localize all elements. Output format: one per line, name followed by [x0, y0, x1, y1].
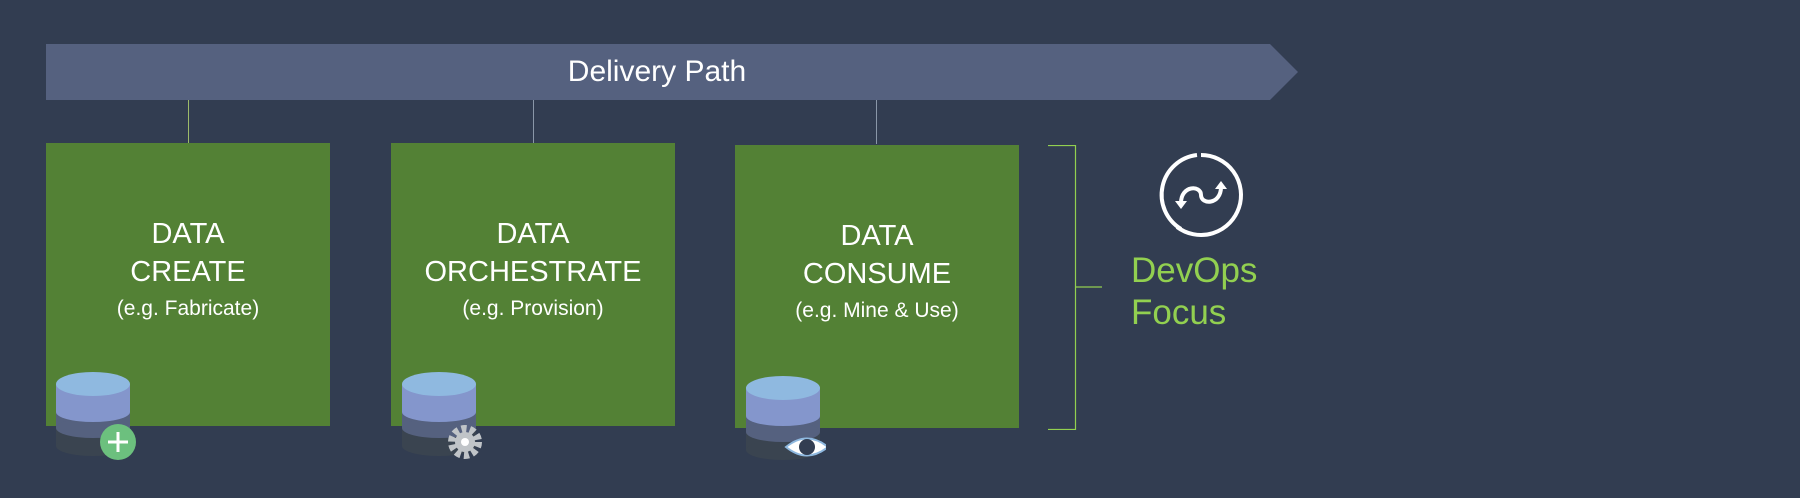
stage-title: DATA: [840, 220, 914, 252]
stage-title: CONSUME: [802, 258, 952, 290]
stage-title: ORCHESTRATE: [424, 256, 642, 288]
stage-subtitle: (e.g. Provision): [462, 297, 604, 320]
database-gear-icon: [402, 372, 482, 459]
devops-line2: Focus: [1131, 293, 1227, 332]
devops-cycle-icon: [1159, 153, 1243, 237]
devops-focus-label: DevOps Focus: [1131, 250, 1257, 334]
delivery-path-arrow: [46, 44, 1298, 100]
devops-line1: DevOps: [1131, 251, 1258, 290]
stage-subtitle: (e.g. Mine & Use): [795, 299, 959, 322]
stage-title: DATA: [496, 218, 570, 250]
database-add-icon: [56, 372, 136, 460]
stage-subtitle: (e.g. Fabricate): [116, 297, 260, 320]
connector-line: [188, 100, 189, 144]
connector-line: [876, 100, 877, 144]
delivery-path-label: Delivery Path: [567, 55, 747, 88]
stage-title: CREATE: [130, 256, 246, 288]
stage-title: DATA: [151, 218, 225, 250]
database-eye-icon: [746, 376, 826, 460]
devops-bracket: [1048, 145, 1102, 430]
connector-line: [533, 100, 534, 144]
